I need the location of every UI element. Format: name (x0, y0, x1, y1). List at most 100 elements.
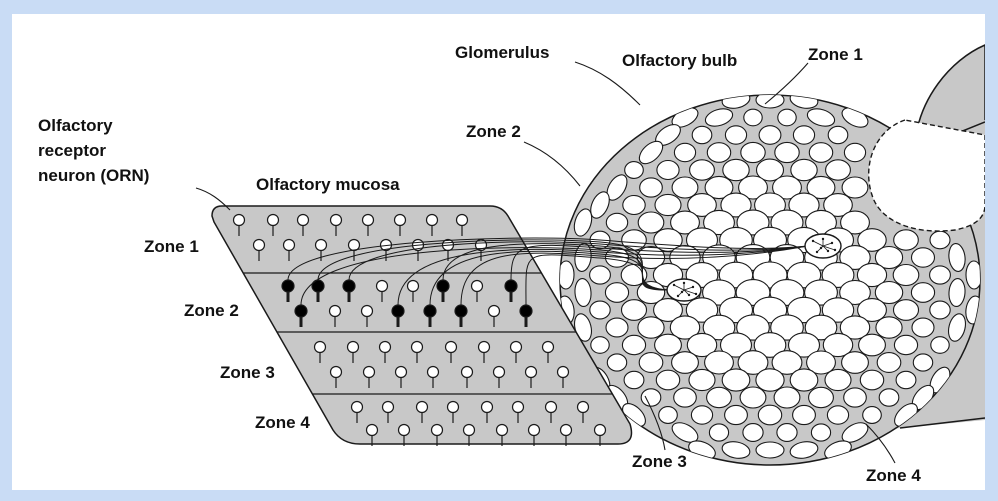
glomerulus (590, 266, 611, 284)
glomerulus (790, 369, 818, 391)
target-glomerulus-upper (805, 234, 841, 258)
glomerulus (809, 143, 832, 163)
glomerulus (638, 317, 664, 338)
bulb-zone-1-label: Zone 1 (808, 45, 863, 64)
glomerulus (756, 369, 784, 391)
glomerulus (930, 266, 951, 284)
glomerulus (691, 406, 712, 424)
glomerulus (656, 370, 679, 390)
glomerulus (894, 300, 919, 321)
glomerulus (912, 318, 934, 337)
glomerulus (778, 109, 796, 126)
glomerulus-label: Glomerulus (455, 43, 549, 62)
glomerulus (741, 142, 765, 162)
olfactory-zone-diagram: Glomerulus Olfactory bulb Zone 1 Zone 2 … (12, 14, 985, 490)
diagram-panel: Glomerulus Olfactory bulb Zone 1 Zone 2 … (12, 14, 985, 490)
glomerulus (877, 353, 901, 373)
glomerulus (894, 335, 917, 354)
mucosa-zone-1-label: Zone 1 (144, 237, 199, 256)
glomerulus (624, 371, 644, 388)
glomerulus (756, 442, 784, 458)
glomerulus (842, 352, 869, 374)
glomerulus (809, 387, 834, 407)
glomerulus (879, 389, 899, 406)
glomerulus (828, 126, 848, 143)
target-glomerulus-lower (667, 279, 701, 301)
glomerulus (672, 177, 698, 198)
glomerulus (591, 337, 609, 354)
glomerulus (844, 388, 867, 407)
olfactory-bulb-label: Olfactory bulb (622, 51, 737, 70)
glomerulus (844, 143, 865, 161)
glomerulus (825, 369, 851, 390)
bulb-white-region (869, 120, 985, 231)
glomerulus (606, 318, 628, 337)
glomerulus (641, 389, 661, 406)
glomerulus (606, 213, 627, 231)
glomerulus (860, 370, 883, 390)
glomerulus (622, 335, 645, 354)
glomerulus (759, 126, 781, 145)
glomerulus (625, 162, 644, 179)
glomerulus (744, 109, 762, 126)
bulb-zone-2-label: Zone 2 (466, 122, 521, 141)
glomerulus (672, 352, 699, 374)
glomerulus (893, 265, 919, 286)
mucosa-zone-2-label: Zone 2 (184, 301, 239, 320)
glomerulus (931, 337, 949, 354)
glomerulus (896, 371, 916, 388)
mucosa-zone-3-label: Zone 3 (220, 363, 275, 382)
glomerulus (793, 126, 814, 144)
glomerulus (692, 126, 712, 143)
glomerulus (894, 230, 919, 250)
orn-label-line-2: receptor (38, 141, 106, 160)
glomerulus (690, 160, 715, 180)
glomerulus (707, 387, 732, 407)
glomerulus (659, 407, 678, 424)
glomerulus (811, 424, 830, 441)
glomerulus (638, 212, 664, 233)
glomerulus (605, 283, 628, 303)
orn-label-line-3: neuron (ORN) (38, 166, 149, 185)
glomerulus (623, 196, 645, 215)
glomerulus (640, 178, 663, 197)
glomerulus (911, 283, 934, 303)
glomerulus (774, 387, 800, 408)
zone2-bulb-leader (524, 142, 580, 186)
glomerulus (912, 248, 935, 267)
glomerulus (707, 143, 730, 163)
glomerulus (740, 387, 766, 408)
glomerulus (607, 354, 626, 371)
bulb-zone-4-label: Zone 4 (866, 466, 921, 485)
glomerulus (876, 317, 902, 338)
glomerulus (689, 369, 715, 390)
glomerulus (722, 369, 750, 391)
mucosa-zone-4-label: Zone 4 (255, 413, 310, 432)
glomerulus (827, 406, 848, 424)
bulb-zone-3-label: Zone 3 (632, 452, 687, 471)
glomerulus (930, 231, 950, 249)
glomerulus (725, 405, 748, 424)
glomerulus (913, 354, 932, 371)
glomerulus (590, 301, 610, 319)
glomerulus (743, 424, 763, 442)
glomerulus (793, 405, 816, 424)
glomerulus (777, 424, 797, 442)
glomerulus (674, 143, 695, 161)
glomerulus (725, 126, 746, 144)
glomerulus (674, 388, 697, 407)
glomerulus (826, 160, 851, 180)
glomerulus (709, 424, 728, 441)
glomerulus (775, 142, 799, 162)
glomerulus (622, 300, 647, 321)
glomerulus (639, 353, 663, 373)
glomerulus (657, 161, 679, 180)
glomerulus (842, 177, 868, 198)
glomerulus (655, 334, 682, 356)
orn-label-line-1: Olfactory (38, 116, 113, 135)
glomerulus (930, 301, 950, 319)
glomerulus (859, 334, 886, 356)
glomerulus (758, 405, 781, 425)
olfactory-mucosa-label: Olfactory mucosa (256, 175, 400, 194)
